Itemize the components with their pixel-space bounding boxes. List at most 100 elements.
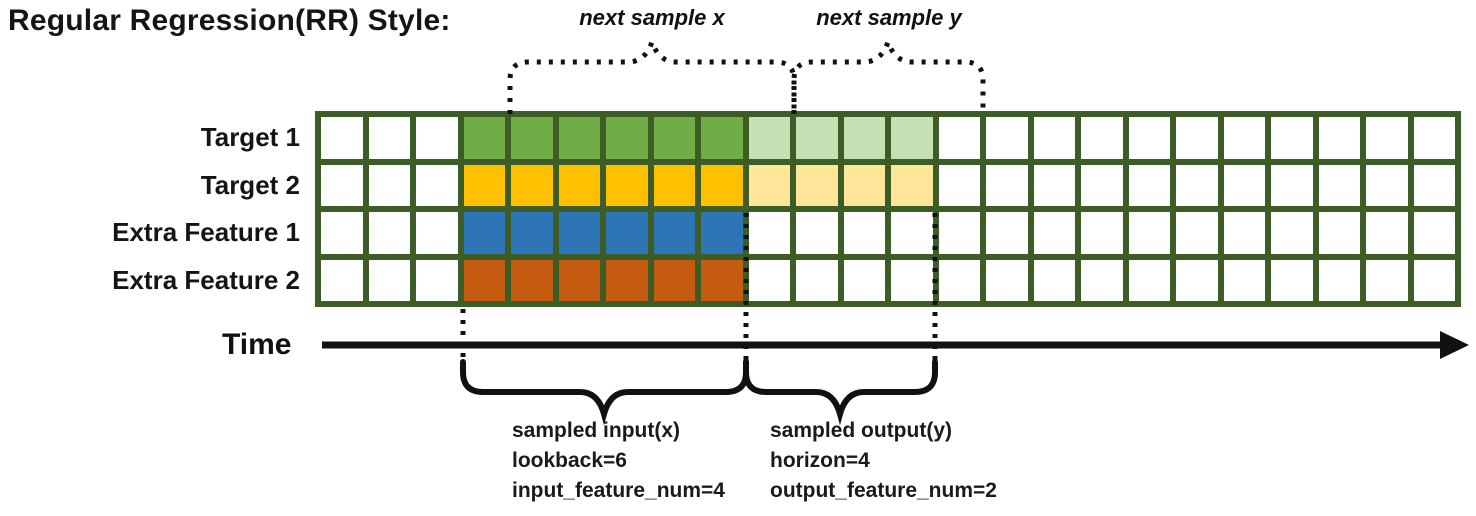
grid-cell — [321, 117, 363, 159]
grid-cell — [653, 117, 695, 159]
grid-cell — [1033, 164, 1075, 206]
grid-cell — [701, 164, 743, 206]
next-sample-y-label: next sample y — [816, 5, 962, 30]
grid-cell — [463, 117, 505, 159]
input-feature-num-value: input_feature_num=4 — [512, 479, 725, 502]
grid-cell — [511, 259, 553, 301]
grid-cell — [1081, 259, 1123, 301]
row-label: Extra Feature 2 — [112, 264, 300, 295]
grid-cell — [938, 164, 980, 206]
grid-cell — [938, 259, 980, 301]
grid-cell — [701, 212, 743, 254]
grid-cell — [1413, 117, 1455, 159]
grid-cell — [321, 259, 363, 301]
grid-cell — [1176, 259, 1218, 301]
grid-cell — [891, 212, 933, 254]
grid-cell — [1318, 164, 1360, 206]
grid-cell — [416, 212, 458, 254]
grid — [315, 111, 1461, 307]
grid-cell — [1081, 212, 1123, 254]
grid-cell — [416, 117, 458, 159]
grid-cell — [1318, 212, 1360, 254]
grid-cell — [1128, 212, 1170, 254]
grid-cell — [558, 212, 600, 254]
grid-cell — [1223, 212, 1265, 254]
grid-cell — [1176, 164, 1218, 206]
grid-cell — [511, 212, 553, 254]
grid-cell — [891, 164, 933, 206]
row-label: Target 1 — [200, 122, 300, 153]
grid-cell — [986, 164, 1028, 206]
grid-cell — [463, 164, 505, 206]
grid-cell — [1366, 212, 1408, 254]
next-sample-x-brace — [507, 34, 797, 114]
grid-cell — [843, 259, 885, 301]
grid-cell — [986, 117, 1028, 159]
grid-cell — [796, 259, 838, 301]
grid-cell — [1176, 212, 1218, 254]
grid-cell — [843, 212, 885, 254]
grid-cell — [1033, 259, 1075, 301]
lookback-value: lookback=6 — [512, 449, 627, 472]
grid-cell — [653, 259, 695, 301]
grid-cell — [1366, 117, 1408, 159]
row-labels: Target 1 Target 2 Extra Feature 1 Extra Fea… — [0, 111, 310, 307]
next-sample-x-label: next sample x — [579, 5, 725, 30]
next-sample-y-brace — [791, 34, 986, 114]
grid-cell — [1271, 259, 1313, 301]
grid-cell — [1128, 259, 1170, 301]
grid-cell — [1318, 259, 1360, 301]
grid-cell — [368, 164, 410, 206]
grid-cell — [843, 164, 885, 206]
grid-cell — [511, 117, 553, 159]
grid-cell — [606, 259, 648, 301]
grid-cell — [1223, 117, 1265, 159]
grid-cell — [701, 117, 743, 159]
grid-cell — [368, 117, 410, 159]
grid-cell — [1033, 117, 1075, 159]
grid-cell — [606, 212, 648, 254]
row-label: Target 2 — [200, 169, 300, 200]
sampled-output-brace — [743, 359, 938, 426]
grid-cell — [416, 259, 458, 301]
sampled-input-title: sampled input(x) — [512, 419, 681, 442]
grid-cell — [1366, 259, 1408, 301]
grid-cell — [986, 212, 1028, 254]
row-label: Extra Feature 1 — [112, 217, 300, 248]
grid-cell — [1271, 164, 1313, 206]
grid-cell — [653, 164, 695, 206]
grid-cell — [1366, 164, 1408, 206]
grid-cell — [511, 164, 553, 206]
grid-cell — [701, 259, 743, 301]
grid-cell — [1081, 164, 1123, 206]
grid-cell — [748, 259, 790, 301]
grid-cell — [1413, 212, 1455, 254]
grid-cell — [891, 117, 933, 159]
sampled-input-brace — [460, 359, 749, 426]
grid-cell — [463, 212, 505, 254]
grid-cell — [986, 259, 1028, 301]
page-title: Regular Regression(RR) Style: — [8, 4, 451, 37]
grid-cell — [1128, 117, 1170, 159]
grid-cell — [1176, 117, 1218, 159]
grid-cell — [748, 117, 790, 159]
grid-cell — [1223, 164, 1265, 206]
grid-cell — [796, 117, 838, 159]
grid-cell — [1033, 212, 1075, 254]
output-feature-num-value: output_feature_num=2 — [770, 479, 997, 502]
grid-cell — [1128, 164, 1170, 206]
grid-cell — [891, 259, 933, 301]
grid-cell — [1081, 117, 1123, 159]
grid-cell — [1271, 117, 1313, 159]
grid-cell — [748, 164, 790, 206]
grid-cell — [938, 212, 980, 254]
grid-cell — [321, 164, 363, 206]
grid-cell — [1271, 212, 1313, 254]
grid-cell — [796, 212, 838, 254]
grid-cell — [416, 164, 458, 206]
grid-cell — [1413, 259, 1455, 301]
grid-cell — [368, 259, 410, 301]
grid-cell — [463, 259, 505, 301]
grid-cell — [938, 117, 980, 159]
